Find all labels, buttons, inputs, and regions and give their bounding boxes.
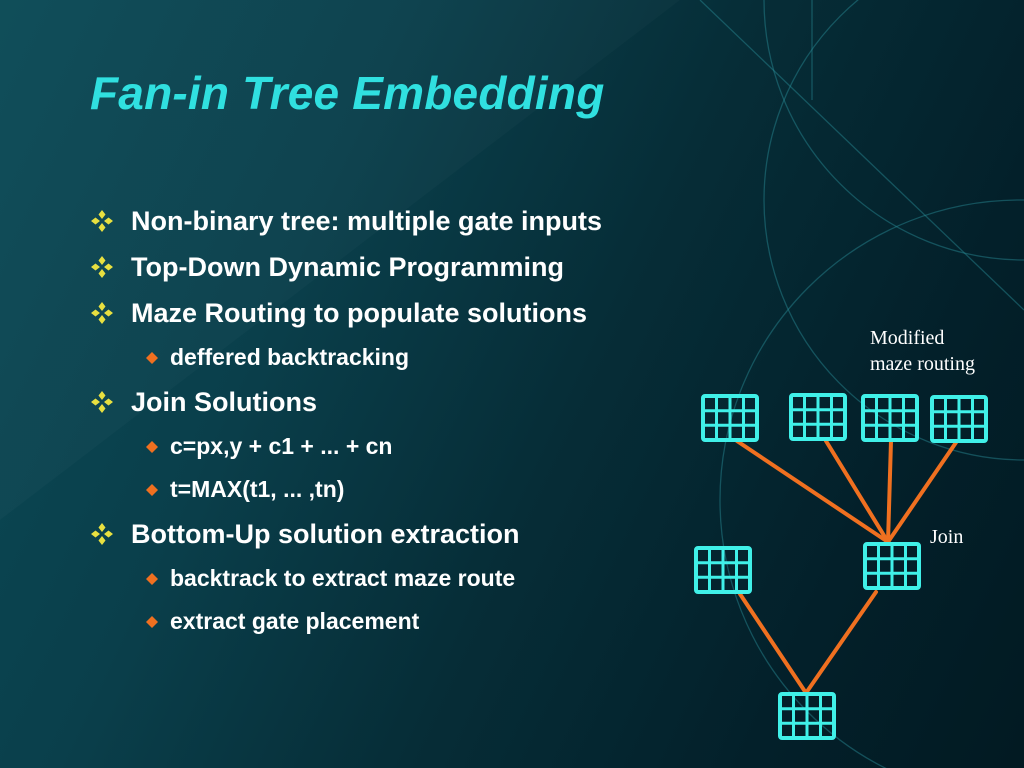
sub-bullet-icon (146, 483, 158, 496)
sub-bullet-item: backtrack to extract maze route (90, 557, 602, 600)
join-label: Join (930, 526, 964, 548)
bullet-item: Non-binary tree: multiple gate inputs (90, 198, 602, 244)
sub-bullet-item: extract gate placement (90, 600, 602, 643)
tree-edge (824, 439, 890, 544)
sub-bullet-item: deffered backtracking (90, 336, 602, 379)
bullet-text: Top-Down Dynamic Programming (131, 251, 565, 282)
maze-grid (930, 395, 988, 443)
diamond-bullet-icon (91, 302, 113, 324)
slide-title: Fan-in Tree Embedding (90, 67, 605, 119)
sub-bullet-text: backtrack to extract maze route (170, 565, 516, 591)
maze-grid (863, 542, 921, 590)
tree-edge (738, 592, 808, 695)
bullet-list: Non-binary tree: multiple gate inputs To… (90, 198, 602, 643)
sub-bullet-text: deffered backtracking (170, 344, 410, 370)
sub-bullet-icon (146, 351, 158, 364)
modified-maze-routing-label: Modified maze routing (870, 325, 975, 377)
bullet-text: Maze Routing to populate solutions (131, 297, 587, 328)
maze-grid (861, 394, 919, 442)
sub-bullet-item: c=px,y + c1 + ... + cn (90, 425, 602, 468)
sub-bullet-text: c=px,y + c1 + ... + cn (170, 433, 393, 459)
tree-edges (735, 439, 959, 695)
bullet-item: Top-Down Dynamic Programming (90, 244, 602, 290)
bullet-item: Maze Routing to populate solutions (90, 290, 602, 336)
label-line: Modified (870, 327, 945, 349)
bullet-item: Bottom-Up solution extraction (90, 511, 602, 557)
bullet-item: Join Solutions (90, 379, 602, 425)
maze-grids (694, 393, 988, 740)
maze-grid (778, 692, 836, 740)
bullet-text: Bottom-Up solution extraction (131, 518, 520, 549)
maze-grid (694, 546, 752, 594)
sub-bullet-icon (146, 440, 158, 453)
bullet-text: Non-binary tree: multiple gate inputs (131, 205, 603, 236)
diamond-bullet-icon (91, 391, 113, 413)
sub-bullet-icon (146, 615, 158, 628)
label-line: maze routing (870, 353, 975, 375)
bullet-text: Join Solutions (131, 386, 317, 417)
sub-bullet-text: t=MAX(t1, ... ,tn) (170, 476, 345, 502)
sub-bullet-item: t=MAX(t1, ... ,tn) (90, 468, 602, 511)
tree-edge (886, 439, 959, 544)
maze-grid (701, 394, 759, 442)
tree-edge (886, 439, 893, 544)
diamond-bullet-icon (91, 210, 113, 232)
diamond-bullet-icon (91, 256, 113, 278)
maze-grid (789, 393, 847, 441)
tree-edge (735, 439, 890, 544)
diamond-bullet-icon (91, 523, 113, 545)
sub-bullet-icon (146, 572, 158, 585)
tree-edge (804, 590, 878, 695)
sub-bullet-text: extract gate placement (170, 608, 420, 634)
